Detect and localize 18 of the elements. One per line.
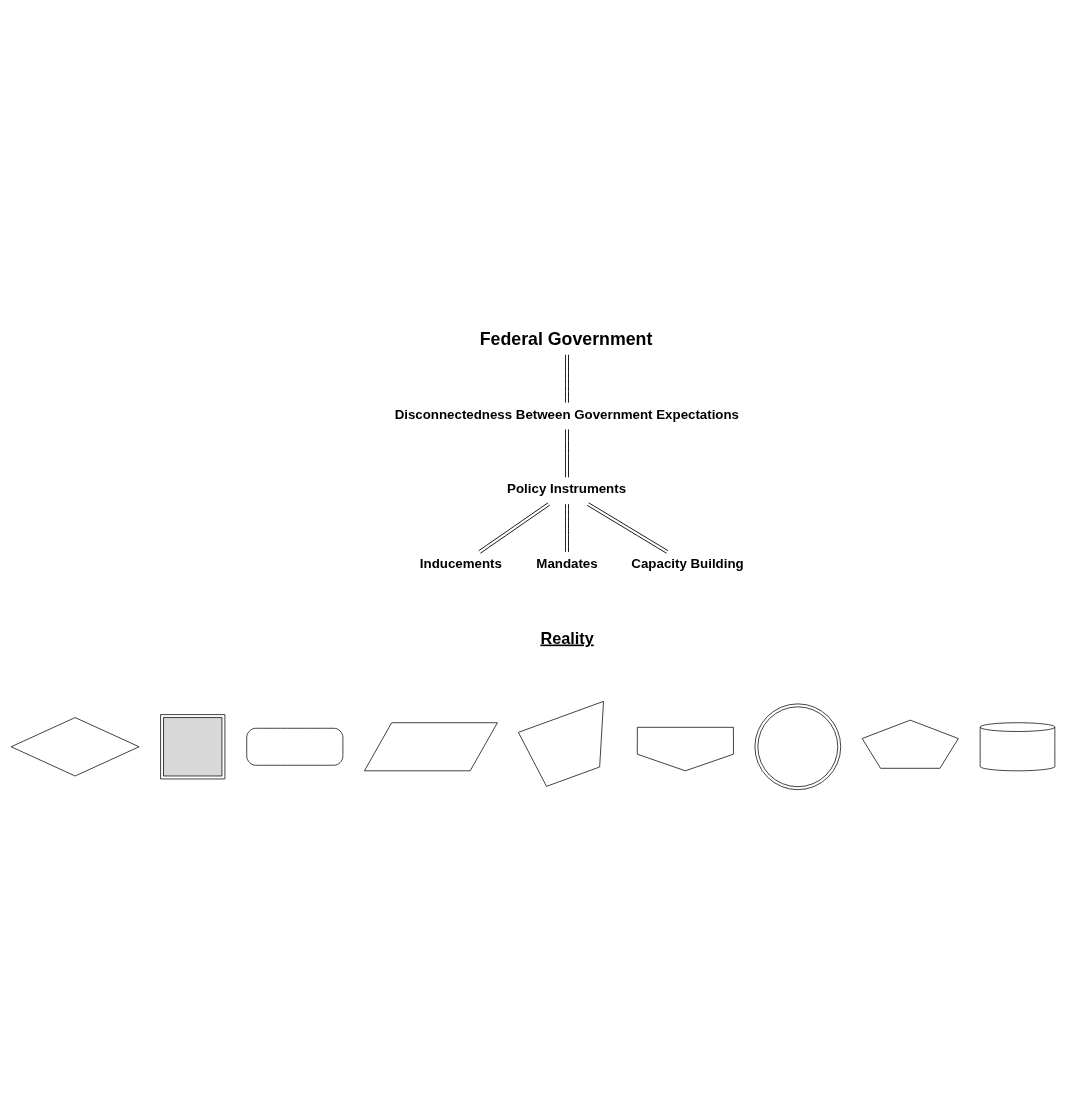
node-text: Capacity Building <box>631 555 744 571</box>
label: Reality <box>540 628 594 647</box>
node-parallelogram <box>364 721 498 771</box>
connector <box>565 428 569 478</box>
node-arch <box>636 726 734 771</box>
connector <box>586 501 669 554</box>
node-text: Disconnectedness Between Government Expectations <box>394 406 740 421</box>
node-text: Policy Instruments <box>507 480 627 496</box>
node-text: Mandates <box>536 555 598 571</box>
node-text: Federal Government <box>479 328 653 349</box>
node-box <box>246 727 344 766</box>
node-diamond <box>10 716 140 776</box>
node-quadrilateral <box>518 700 604 787</box>
node-text: Inducements <box>419 555 502 571</box>
connector <box>478 501 551 554</box>
connector <box>565 353 569 403</box>
node-pentagon <box>861 719 959 769</box>
connector <box>565 503 569 552</box>
